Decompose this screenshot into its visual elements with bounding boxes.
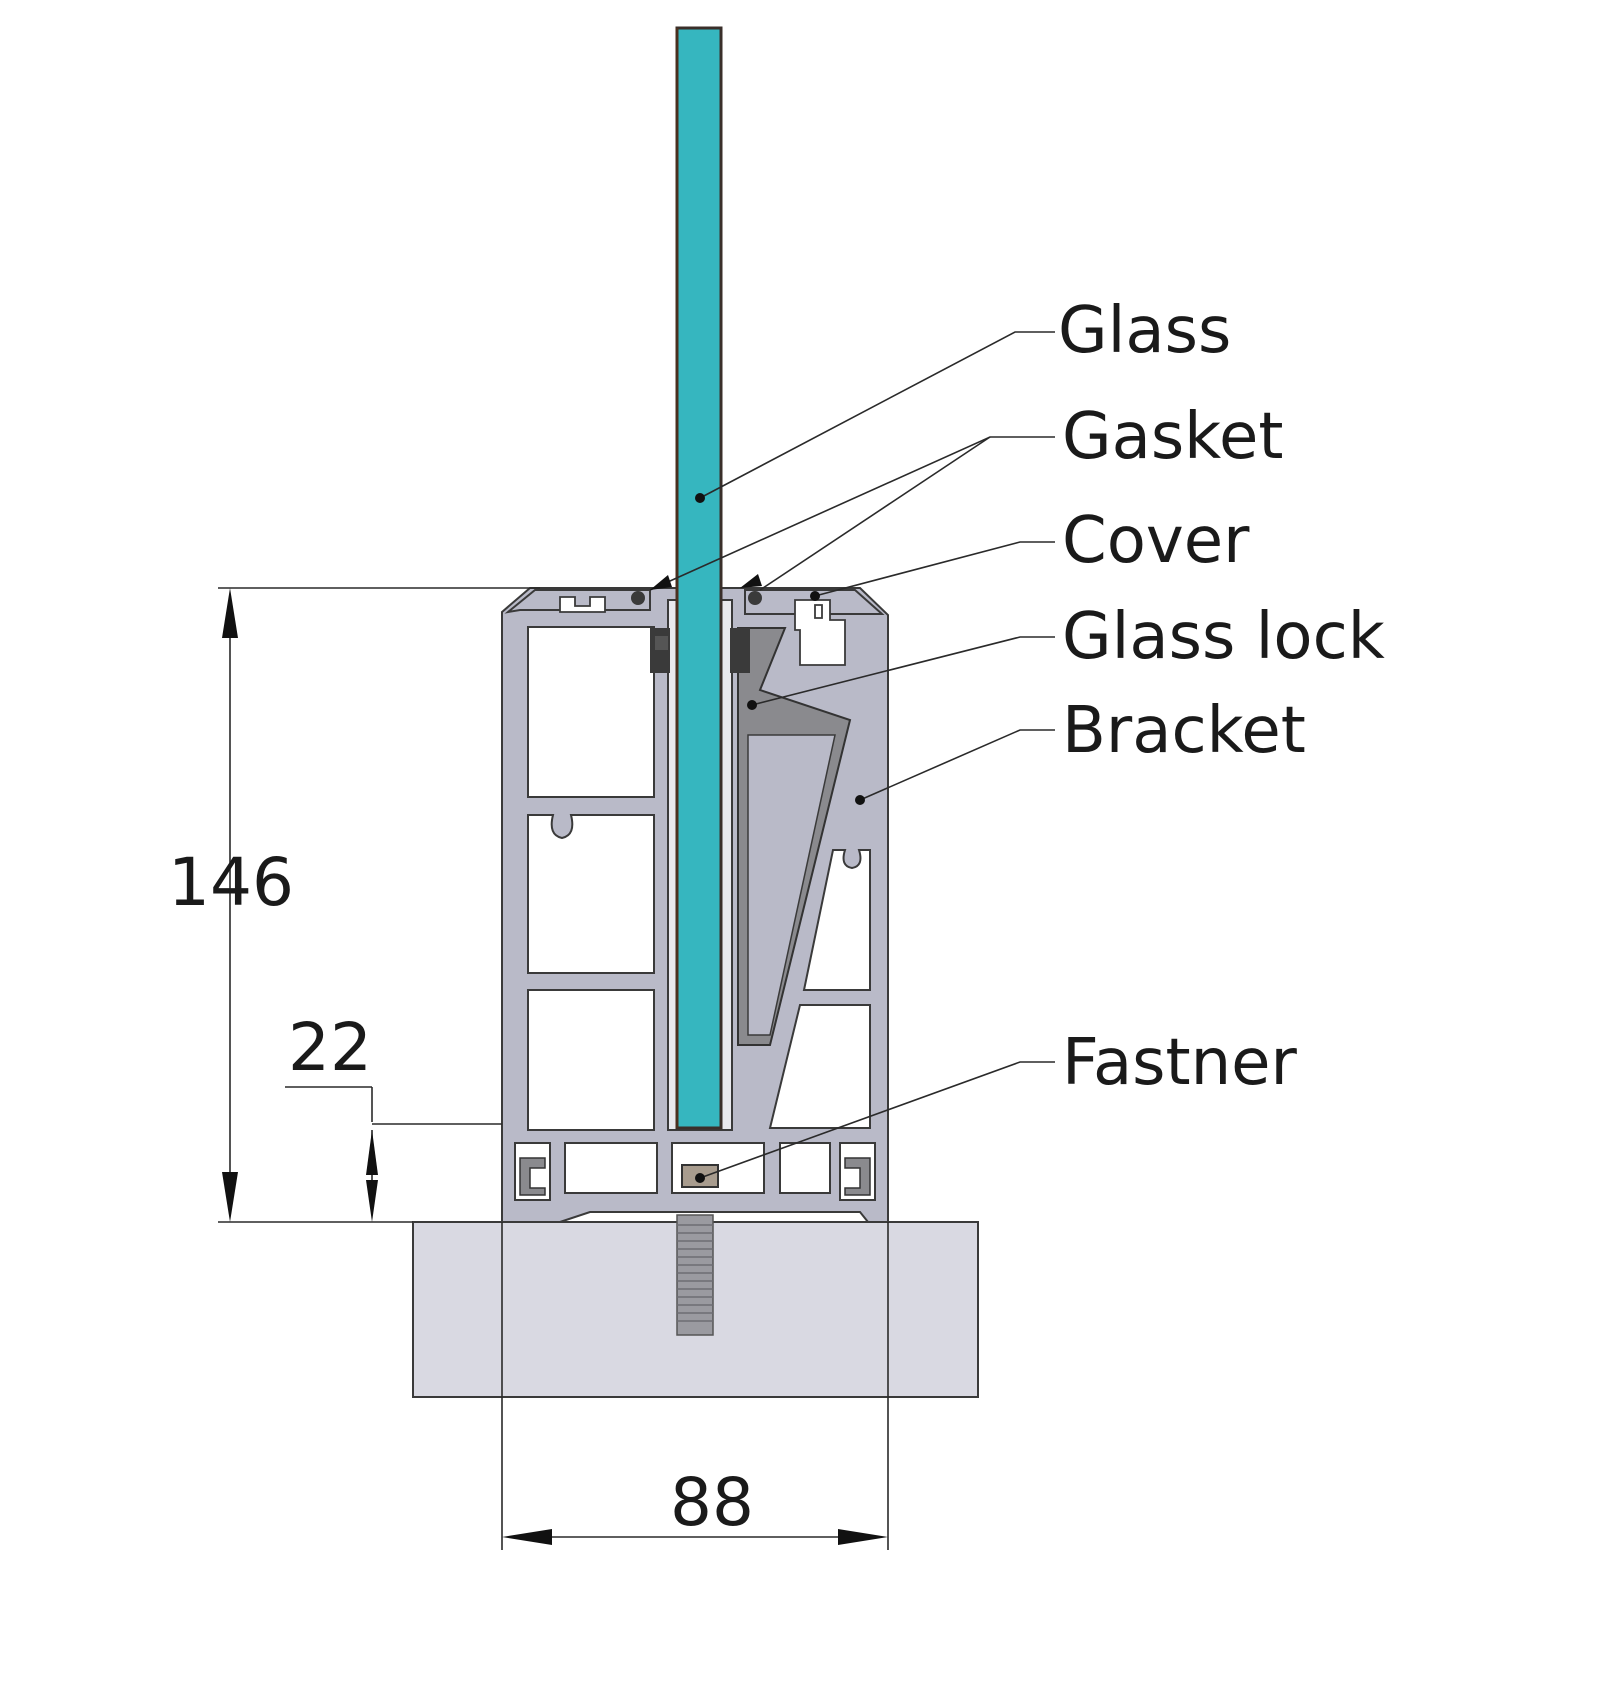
- dimension-height-total-value: 146: [168, 844, 294, 921]
- label-gasket: Gasket: [1062, 400, 1283, 474]
- gasket-left: [631, 591, 670, 673]
- label-bracket: Bracket: [1062, 694, 1306, 768]
- dimension-height-base-value: 22: [288, 1009, 372, 1086]
- label-glass: Glass: [1058, 294, 1231, 368]
- label-cover: Cover: [1062, 504, 1250, 578]
- label-fastner: Fastner: [1062, 1026, 1298, 1100]
- dimension-height-base: [285, 1086, 502, 1222]
- label-glass-lock: Glass lock: [1062, 600, 1385, 674]
- dimension-height-total: [218, 587, 540, 1223]
- callout-leaders: [649, 331, 1055, 1183]
- bracket-left-chambers: [527, 626, 658, 1194]
- bracket-clips: [519, 1157, 871, 1196]
- glass-pane: [675, 26, 723, 1130]
- anchor-bolt: [676, 1214, 714, 1336]
- gasket-right: [730, 591, 762, 673]
- dimension-width: [501, 1222, 889, 1550]
- dimension-width-value: 88: [670, 1464, 754, 1541]
